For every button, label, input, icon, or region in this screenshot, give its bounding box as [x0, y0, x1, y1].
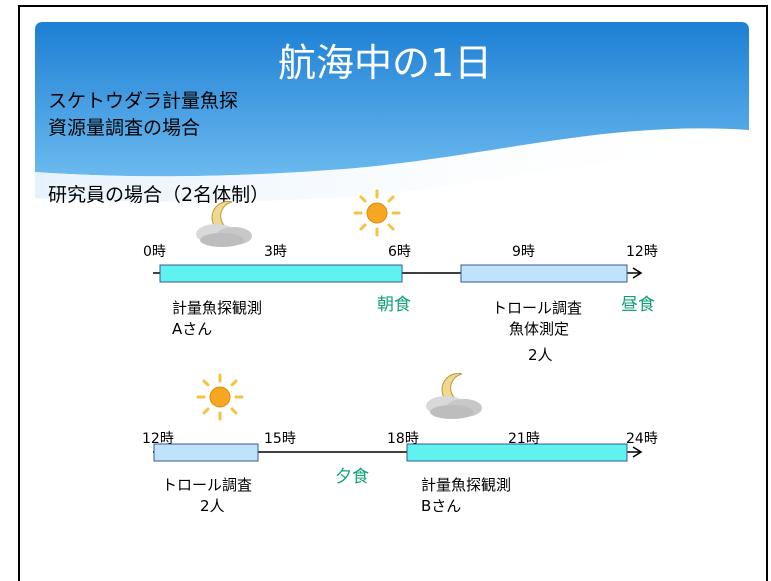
fish-measure-label: 魚体測定	[509, 320, 570, 338]
trawl-staff-am: 2人	[528, 346, 553, 364]
trawl-label-am: トロール調査	[492, 299, 583, 317]
tick-9h: 9時	[512, 244, 535, 260]
slide-title: 航海中の1日	[278, 41, 493, 85]
tick-21h: 21時	[508, 431, 540, 447]
observer-b-label: Bさん	[421, 497, 462, 515]
tick-24h: 24時	[626, 431, 658, 447]
observation-bar-b	[406, 443, 628, 462]
lunch-label: 昼食	[621, 295, 655, 315]
sun-icon	[196, 373, 244, 421]
trawl-staff-pm: 2人	[200, 497, 225, 515]
section-heading: 研究員の場合（2名体制）	[48, 184, 270, 206]
tick-6h: 6時	[388, 244, 411, 260]
tick-18h: 18時	[387, 431, 419, 447]
breakfast-label: 朝食	[377, 295, 411, 315]
moon-cloud-icon	[426, 373, 482, 419]
observation-label: 計量魚探観測	[172, 299, 263, 317]
trawl-bar-pm	[153, 443, 259, 462]
sun-icon	[353, 189, 401, 237]
tick-3h: 3時	[264, 244, 287, 260]
observation-label-b: 計量魚探観測	[421, 476, 512, 494]
observation-bar-a	[159, 264, 403, 283]
header-band	[35, 22, 749, 177]
moon-cloud-icon	[196, 201, 252, 247]
tick-15h: 15時	[264, 431, 296, 447]
tick-0h: 0時	[143, 244, 166, 260]
observer-a-label: Aさん	[172, 320, 213, 338]
trawl-bar-am	[460, 264, 628, 283]
header-wave	[35, 128, 749, 202]
tick-12h: 12時	[626, 244, 658, 260]
subtitle-line2: 資源量調査の場合	[48, 117, 201, 139]
trawl-label-pm: トロール調査	[162, 476, 253, 494]
tick-12h-pm: 12時	[142, 431, 174, 447]
subtitle-line1: スケトウダラ計量魚探	[48, 90, 239, 112]
dinner-label: 夕食	[335, 467, 369, 487]
